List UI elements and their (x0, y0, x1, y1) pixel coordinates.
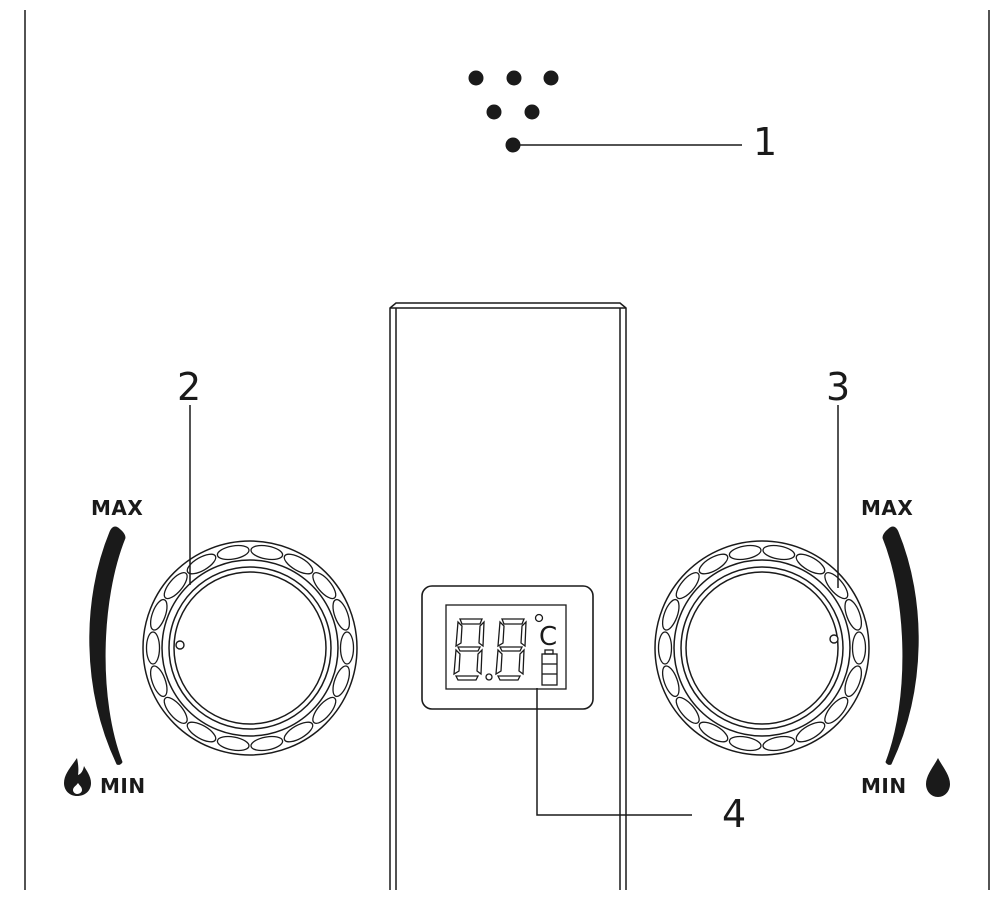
knob-grip (661, 665, 680, 698)
decimal-point (485, 673, 493, 681)
right-knob-indicator-dot (829, 634, 839, 644)
right-scale-arc (882, 526, 919, 765)
callout-3: 3 (826, 365, 850, 409)
knob-grip (795, 553, 826, 575)
knob-grip (851, 631, 867, 665)
right-max-label: MAX (861, 496, 913, 520)
water-drop-icon (926, 758, 950, 797)
knob-grip (250, 735, 284, 752)
center-strip (389, 302, 627, 890)
knob-grip (163, 696, 188, 724)
degree-symbol (534, 613, 544, 623)
left-knob (142, 540, 358, 756)
knob-grip (762, 544, 796, 561)
knob-grip (339, 631, 355, 665)
right-knob (654, 540, 870, 756)
knob-grip (216, 544, 250, 561)
display-digit-2 (495, 618, 527, 681)
knob-grip (698, 553, 729, 575)
callout-4: 4 (722, 792, 746, 836)
leader-line-4 (536, 688, 692, 816)
knob-grip (149, 665, 168, 698)
knob-grip (824, 696, 849, 724)
knob-grip (844, 598, 863, 631)
knob-grip (312, 696, 337, 724)
temperature-display: C (421, 585, 594, 710)
knob-grip (250, 544, 284, 561)
left-knob-grip-ring (145, 544, 355, 752)
knob-grip (163, 572, 188, 600)
knob-grip (312, 572, 337, 600)
knob-grip (844, 665, 863, 698)
knob-grip (657, 631, 673, 665)
knob-grip (661, 598, 680, 631)
knob-grip (216, 735, 250, 752)
knob-grip (762, 735, 796, 752)
knob-grip (145, 631, 161, 665)
left-scale-arc (89, 526, 126, 765)
knob-grip (675, 696, 700, 724)
knob-grip (332, 665, 351, 698)
knob-grip (728, 544, 762, 561)
knob-grip (186, 553, 217, 575)
callout-2: 2 (177, 365, 201, 409)
knob-grip (283, 553, 314, 575)
display-digit-1 (453, 618, 485, 681)
knob-grip (149, 598, 168, 631)
knob-grip (186, 721, 217, 743)
knob-grip (332, 598, 351, 631)
right-min-label: MIN (861, 774, 907, 798)
left-knob-indicator-dot (175, 640, 185, 650)
left-min-label: MIN (100, 774, 146, 798)
temperature-unit: C (539, 622, 557, 652)
knob-grip (728, 735, 762, 752)
left-max-label: MAX (91, 496, 143, 520)
flame-icon (64, 758, 91, 796)
viewing-holes (468, 70, 559, 153)
knob-grip (698, 721, 729, 743)
knob-grip (675, 572, 700, 600)
battery-icon (541, 649, 558, 686)
knob-grip (283, 721, 314, 743)
knob-grip (795, 721, 826, 743)
callout-1: 1 (753, 120, 777, 164)
knob-grip (824, 572, 849, 600)
right-knob-grip-ring (657, 544, 867, 752)
